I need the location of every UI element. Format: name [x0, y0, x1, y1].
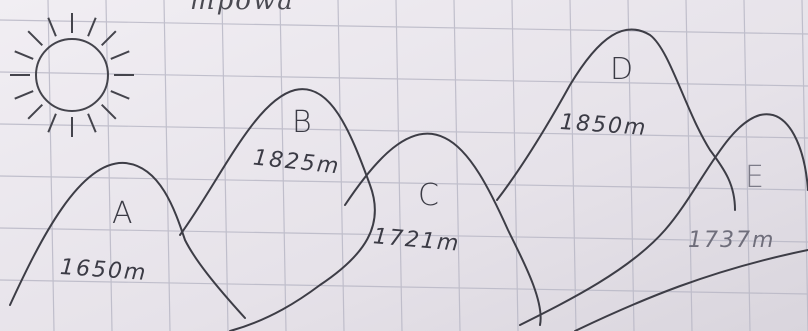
- mountain-a-outline: [9, 161, 246, 319]
- peak-e-altitude: 1737m: [688, 228, 776, 253]
- mountain-e-outline: [519, 113, 808, 326]
- peak-c-label: C: [418, 178, 441, 213]
- peak-d-label: D: [610, 52, 636, 87]
- peak-b-label: B: [292, 105, 314, 140]
- mountain-e-base: [574, 249, 808, 331]
- peak-a-label: A: [112, 196, 135, 231]
- sun-icon: [10, 13, 134, 137]
- peak-e-label: E: [745, 160, 766, 195]
- top-scribble: mpowa: [190, 0, 295, 16]
- mountain-b-outline: [179, 88, 376, 331]
- mountain-c-outline: [344, 132, 542, 326]
- mountain-d-outline: [496, 28, 736, 211]
